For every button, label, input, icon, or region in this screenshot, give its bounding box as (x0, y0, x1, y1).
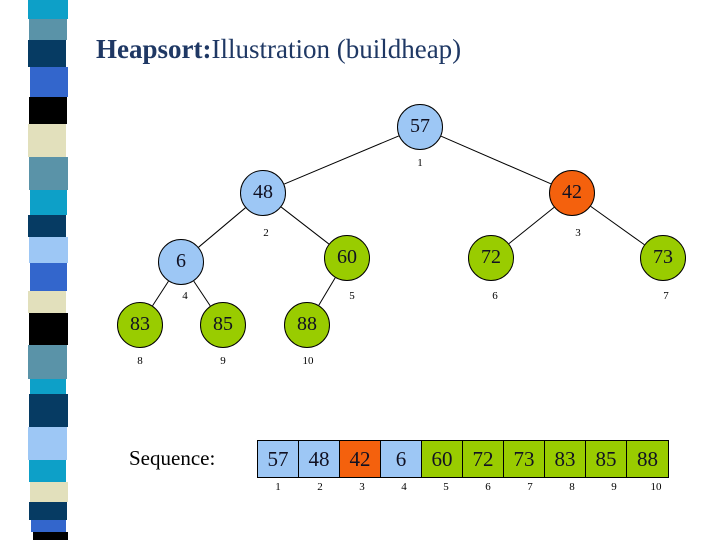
strip-band (29, 502, 67, 520)
sequence-cell-index: 5 (443, 481, 449, 493)
sequence-cell-index: 9 (611, 481, 617, 493)
page-title: Heapsort:Illustration (buildheap) (96, 33, 461, 65)
sequence-cell[interactable]: 60 (422, 441, 463, 477)
strip-band (28, 291, 66, 313)
tree-node-index: 2 (263, 227, 269, 239)
tree-node[interactable]: 6 (158, 239, 204, 285)
tree-edge-lines (152, 135, 645, 307)
sequence-cell[interactable]: 72 (463, 441, 504, 477)
tree-node[interactable]: 83 (117, 302, 163, 348)
sequence-index-row: 1 2 3 4 5 6 7 8 9 10 (257, 481, 677, 493)
tree-node[interactable]: 48 (240, 170, 286, 216)
page-title-bold: Heapsort: (96, 34, 212, 64)
strip-band (28, 124, 66, 157)
strip-band (28, 215, 66, 237)
tree-node-value: 85 (213, 313, 233, 335)
tree-node-index: 10 (302, 355, 314, 367)
strip-band (30, 263, 67, 291)
sequence-cell[interactable]: 42 (340, 441, 381, 477)
sequence-cell[interactable]: 83 (545, 441, 586, 477)
strip-band (28, 0, 68, 19)
sequence-cell[interactable]: 85 (586, 441, 627, 477)
strip-band (30, 67, 68, 97)
tree-node[interactable]: 60 (324, 235, 370, 281)
strip-band (29, 157, 68, 190)
tree-edge (318, 277, 336, 306)
tree-node[interactable]: 85 (200, 302, 246, 348)
tree-edge (152, 281, 169, 306)
strip-band (30, 482, 68, 502)
sequence-cell[interactable]: 6 (381, 441, 422, 477)
strip-band (29, 394, 68, 427)
strip-band (29, 19, 67, 40)
sequence-label: Sequence: (129, 446, 216, 470)
tree-node[interactable]: 73 (640, 235, 686, 281)
sequence-cell[interactable]: 57 (258, 441, 299, 477)
decorative-color-strip (28, 0, 68, 540)
strip-band (28, 427, 67, 460)
sequence-cell-index: 7 (527, 481, 533, 493)
tree-node[interactable]: 42 (549, 170, 595, 216)
tree-node[interactable]: 88 (284, 302, 330, 348)
sequence-cell-index: 1 (275, 481, 281, 493)
tree-node-index: 3 (575, 227, 581, 239)
sequence-cell-index: 8 (569, 481, 575, 493)
tree-node-value: 60 (337, 246, 357, 268)
strip-band (29, 460, 66, 482)
tree-node-value: 57 (410, 115, 430, 137)
tree-node-index: 9 (220, 355, 226, 367)
tree-node-index: 1 (417, 157, 423, 169)
strip-band (29, 97, 67, 124)
tree-node-value: 83 (130, 313, 150, 335)
tree-edge (198, 207, 246, 248)
tree-node-value: 73 (653, 246, 673, 268)
sequence-cell-index: 4 (401, 481, 407, 493)
tree-edge (590, 205, 645, 246)
tree-node-value: 42 (562, 181, 582, 203)
sequence-cell-index: 2 (317, 481, 323, 493)
sequence-cell-index: 6 (485, 481, 491, 493)
tree-node-value: 6 (176, 250, 186, 272)
tree-edge (508, 207, 555, 244)
sequence-cell-index: 3 (359, 481, 365, 493)
strip-band (30, 379, 66, 394)
tree-node-index: 5 (349, 290, 355, 302)
page-title-rest: Illustration (buildheap) (211, 34, 462, 64)
tree-node[interactable]: 57 (397, 104, 443, 150)
sequence-cell[interactable]: 48 (299, 441, 340, 477)
tree-node[interactable]: 72 (468, 235, 514, 281)
tree-edge (193, 280, 211, 307)
strip-band (28, 40, 66, 67)
strip-band (33, 532, 68, 540)
sequence-cell[interactable]: 88 (627, 441, 668, 477)
tree-edge (440, 135, 552, 185)
tree-node-index: 8 (137, 355, 143, 367)
tree-node-value: 48 (253, 181, 273, 203)
strip-band (30, 190, 67, 215)
tree-node-index: 7 (663, 290, 669, 302)
tree-node-value: 88 (297, 313, 317, 335)
tree-node-index: 4 (182, 290, 188, 302)
heap-tree-diagram: 57 1 48 2 42 3 6 4 60 5 72 6 73 7 83 8 85 9 88 10 (117, 104, 686, 367)
strip-band (28, 345, 67, 379)
sequence-cell-index: 10 (650, 481, 662, 493)
tree-node-index: 6 (492, 290, 498, 302)
strip-band (29, 237, 68, 263)
tree-node-value: 72 (481, 246, 501, 268)
strip-band (31, 520, 66, 532)
tree-edge (280, 206, 330, 245)
tree-edge (284, 135, 399, 185)
sequence-cell[interactable]: 73 (504, 441, 545, 477)
strip-band (29, 313, 68, 345)
